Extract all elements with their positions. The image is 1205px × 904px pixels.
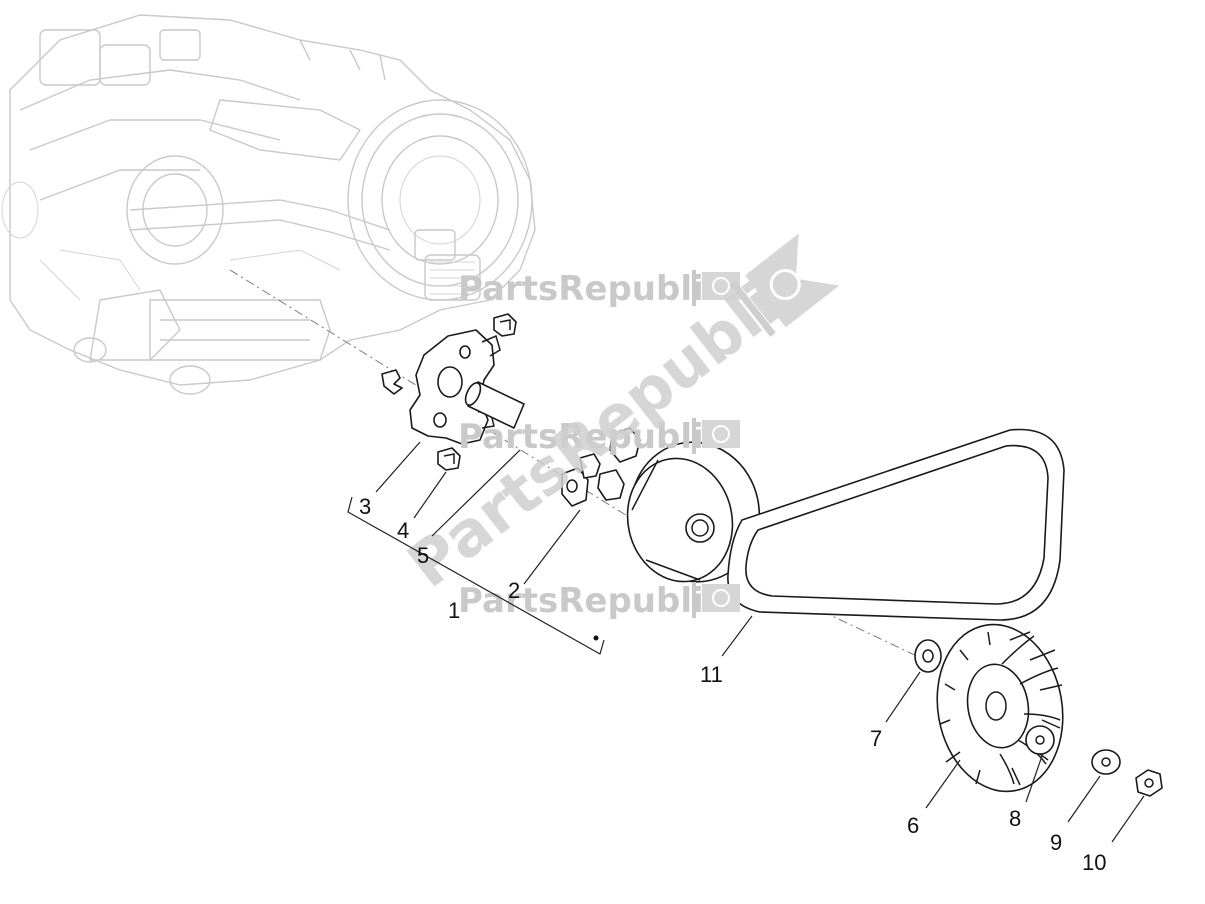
callout-8: 8 [1009, 806, 1021, 831]
assembly-bracket [347, 496, 605, 655]
callouts: 1 2 3 4 5 6 7 8 9 10 11 [359, 494, 1106, 875]
part-washer-7 [914, 639, 942, 673]
part-washer-9 [1091, 749, 1121, 775]
watermark-top: PartsRepublik [458, 269, 740, 309]
watermark-text: PartsRepublik [458, 269, 728, 309]
part-roller-plate [409, 329, 501, 445]
callout-11: 11 [700, 662, 723, 687]
callout-3: 3 [359, 494, 371, 519]
callout-10: 10 [1082, 850, 1106, 875]
part-clip-left [381, 369, 403, 395]
gear-icon [769, 269, 801, 301]
part-nut [1135, 769, 1163, 797]
watermark-middle: PartsRepublik [458, 417, 740, 457]
watermark-text: PartsRepublik [458, 417, 728, 457]
part-slider-top [493, 313, 517, 337]
watermark-text: PartsRepublik [458, 581, 728, 621]
callout-7: 7 [870, 726, 882, 751]
part-drive-pulley [626, 441, 761, 583]
callout-4: 4 [397, 518, 409, 543]
callout-2: 2 [508, 578, 520, 603]
gear-icon [712, 277, 730, 295]
callout-5: 5 [417, 543, 429, 568]
gear-icon [712, 425, 730, 443]
part-slider-bottom [437, 447, 461, 471]
leader-lines [375, 441, 1145, 843]
callout-9: 9 [1050, 830, 1062, 855]
watermark-bottom: PartsRepublik [458, 581, 740, 621]
part-belt [727, 428, 1065, 621]
gear-icon [712, 589, 730, 607]
part-bushing [464, 381, 525, 429]
part-washer-8 [1025, 725, 1055, 755]
callout-6: 6 [907, 813, 919, 838]
part-rollers [561, 427, 641, 507]
engine-ghost [1, 14, 536, 395]
part-fan-pulley [936, 623, 1064, 793]
callout-1: 1 [448, 598, 460, 623]
